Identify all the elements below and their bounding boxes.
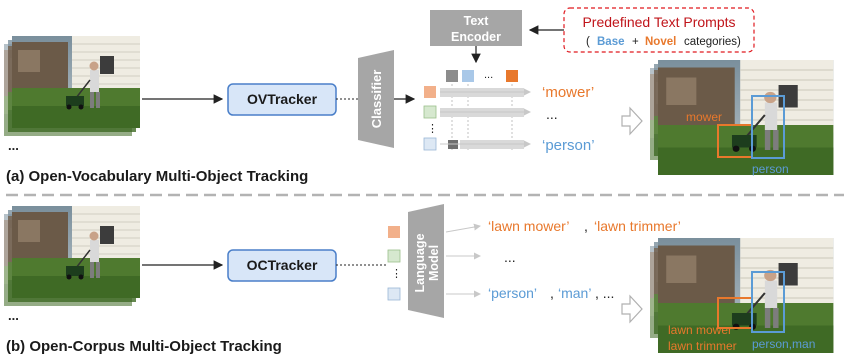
lm-label-line1: Language [413, 233, 427, 292]
output-frames-top: mower person [649, 58, 835, 177]
box-label-person-man: person,man [752, 337, 815, 351]
output-frames-bottom: lawn mower lawn trimmer person,man [649, 236, 835, 355]
text-encoder-label-line2: Encoder [451, 30, 501, 44]
text-encoder-block: Text Encoder [430, 10, 522, 46]
out-person: ‘person’ [542, 137, 595, 154]
prompt-plus: + [632, 36, 639, 48]
prompt-base: Base [597, 36, 625, 48]
prompt-rest: categories) [684, 36, 741, 48]
box-label-lawn-mower: lawn mower [668, 323, 732, 337]
out-dots-bottom: ... [504, 249, 516, 265]
text-encoder-label-line1: Text [464, 14, 490, 28]
octracker-label: OCTracker [247, 257, 318, 273]
prompt-novel: Novel [645, 36, 676, 48]
out-sep1: , [584, 218, 588, 234]
classifier-block: Classifier [358, 50, 394, 148]
ovtracker-label: OVTracker [247, 91, 318, 107]
out-sep2: , [550, 285, 554, 301]
feature-other [423, 105, 437, 119]
out-person-b: ‘person’ [488, 285, 537, 301]
input-frames-bottom: ... [3, 205, 141, 323]
feature-dots-top: ⋮ [427, 123, 438, 135]
classifier-label: Classifier [369, 70, 384, 129]
ovtracker-box: OVTracker [227, 83, 337, 116]
box-label-lawn-trimmer: lawn trimmer [668, 339, 737, 353]
frames-ellipsis-bottom: ... [8, 308, 19, 323]
feature-dots-bottom: ⋮ [391, 268, 402, 280]
caption-a: (a) Open-Vocabulary Multi-Object Trackin… [6, 168, 308, 185]
out-dots-top: ... [546, 106, 558, 122]
out-rest: , ... [595, 285, 614, 301]
box-label-person: person [752, 162, 789, 176]
out-man: ‘man’ [558, 285, 591, 301]
out-lawn-trimmer: ‘lawn trimmer’ [594, 218, 681, 234]
predefined-text-prompts: Predefined Text Prompts ( Base + Novel c… [563, 7, 755, 53]
input-frames-top: ... [3, 35, 141, 153]
hollow-arrow-icon-bottom [621, 294, 643, 324]
prompt-title: Predefined Text Prompts [582, 14, 735, 30]
feature-column-bottom: ⋮ [387, 226, 402, 301]
similarity-matrix: ... ⋮ [423, 69, 531, 151]
feature-mower [424, 86, 436, 98]
box-label-mower: mower [686, 110, 722, 124]
octracker-box: OCTracker [227, 249, 337, 282]
embed-ellipsis: ... [484, 69, 493, 81]
out-lawn-mower: ‘lawn mower’ [488, 218, 569, 234]
feature-person [423, 137, 437, 151]
out-mower: ‘mower’ [542, 84, 594, 101]
frames-ellipsis: ... [8, 138, 19, 153]
language-model-block: Language Model [408, 204, 444, 318]
lm-label-line2: Model [427, 245, 441, 281]
prompt-open: ( [586, 36, 590, 48]
caption-b: (b) Open-Corpus Multi-Object Tracking [6, 338, 282, 355]
hollow-arrow-icon [621, 106, 643, 136]
